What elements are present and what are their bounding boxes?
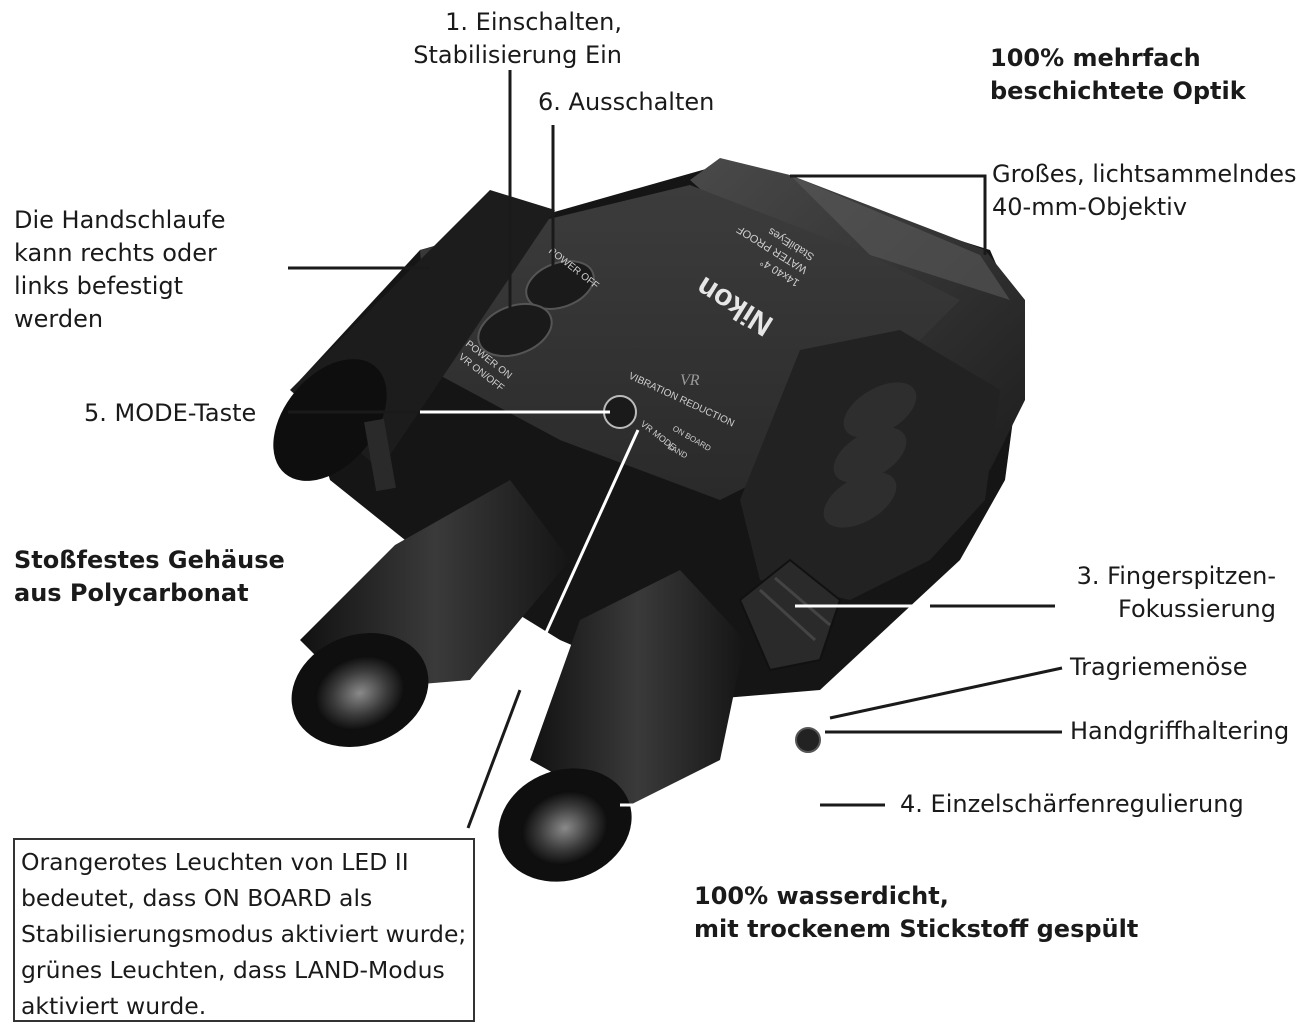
label-waterproof: 100% wasserdicht, mit trockenem Sticksto… [694, 882, 1139, 943]
label-strap-eyelet: Tragriemenöse [1070, 653, 1248, 681]
power-on-button-shape [477, 302, 553, 358]
label-grip-ring: Handgriffhaltering [1070, 717, 1290, 745]
led-note-text: Orangerotes Leuchten von LED II bedeutet… [21, 848, 467, 1020]
label-objective: Großes, lichtsammelndes 40-mm-Objektiv [992, 160, 1297, 221]
label-hand-strap: Die Handschlaufe kann rechts oder links … [14, 206, 226, 333]
label-housing: Stoßfestes Gehäuse aus Polycarbonat [14, 546, 285, 607]
label-power-on: 1. Einschalten, Stabilisierung Ein [413, 8, 622, 69]
label-mode-button: 5. MODE-Taste [84, 399, 257, 427]
label-focus: 3. Fingerspitzen- Fokussierung [1076, 562, 1276, 623]
right-eyepiece-tube [530, 570, 745, 810]
led-note-box: Orangerotes Leuchten von LED II bedeutet… [13, 838, 475, 1022]
leader-lines [288, 70, 1063, 829]
svg-text:VR: VR [680, 372, 700, 389]
focus-wheel [738, 558, 842, 672]
label-diopter: 4. Einzelschärfenregulierung [900, 790, 1244, 818]
label-power-off: 6. Ausschalten [538, 88, 715, 116]
leader-lines-white [420, 410, 930, 807]
label-optics: 100% mehrfach beschichtete Optik [990, 44, 1246, 105]
